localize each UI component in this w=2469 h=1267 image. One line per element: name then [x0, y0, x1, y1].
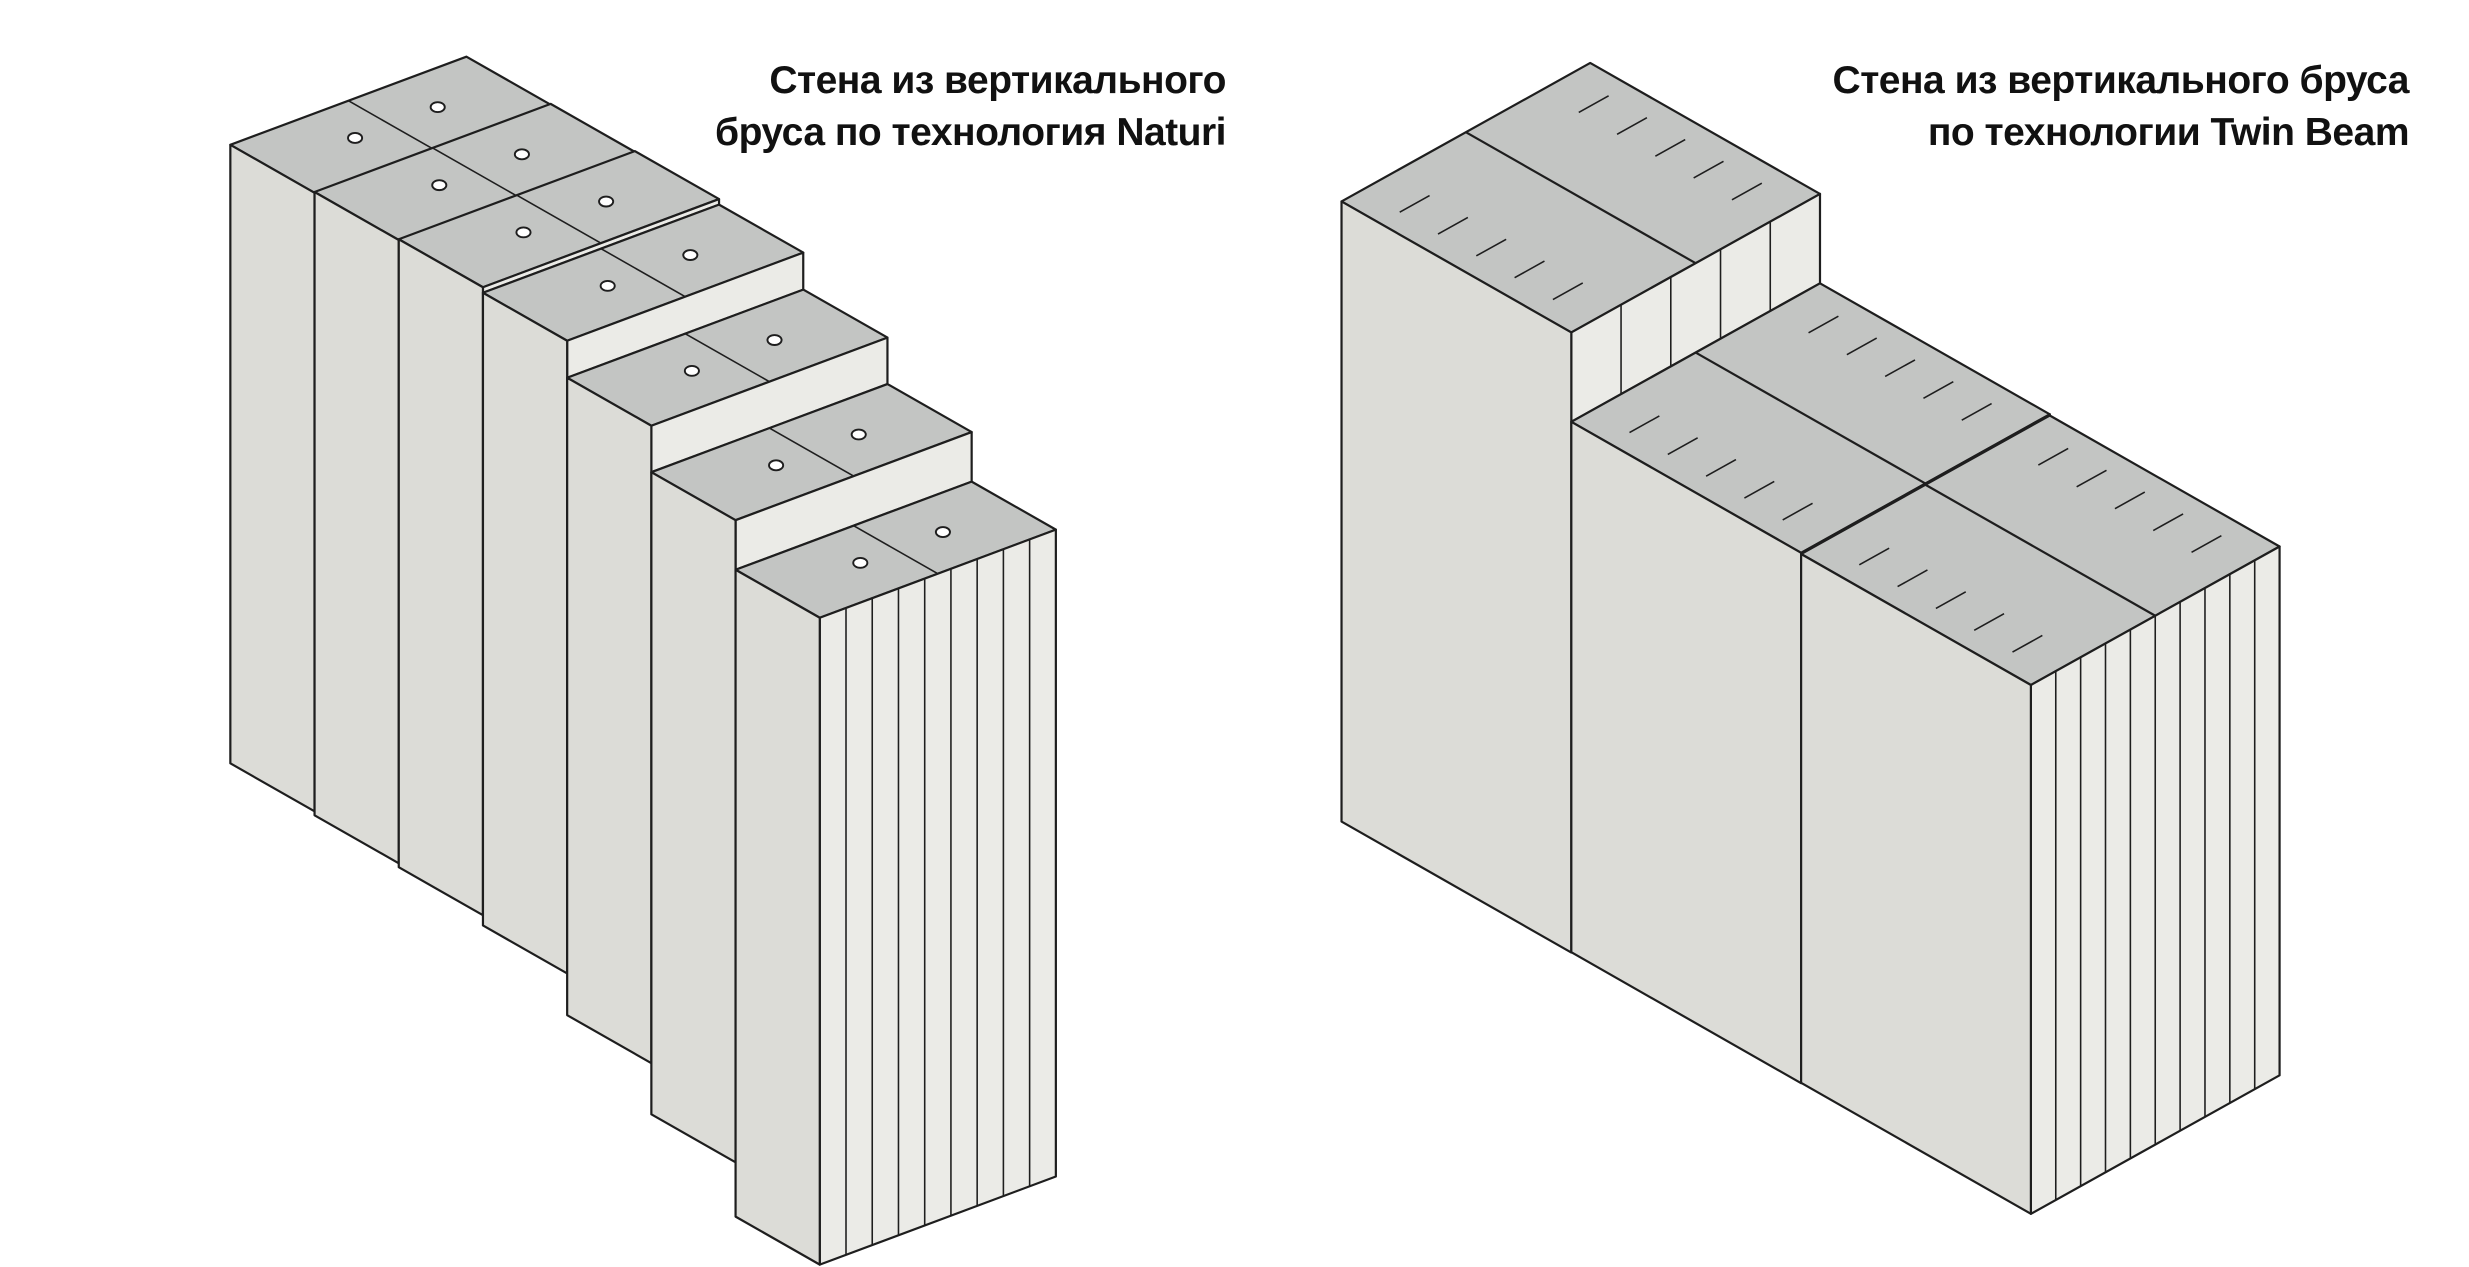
- twin-beam-wall-drawing: [1340, 61, 2281, 1215]
- dovetail-tooth: [1399, 194, 1430, 213]
- dovetail-tooth: [1923, 381, 1954, 400]
- dovetail-tooth: [1858, 547, 1890, 566]
- beam-joint-line: [516, 194, 602, 244]
- beam-hole: [683, 364, 700, 377]
- dovetail-tooth: [1590, 393, 1622, 412]
- beam-joint-line: [853, 525, 939, 575]
- twin-beam-caption-line-2: по технологии Twin Beam: [1927, 111, 2410, 154]
- dovetail-tooth: [2012, 634, 2043, 653]
- panel-front-face: [1800, 552, 2033, 1215]
- beam-front-face: [313, 190, 400, 865]
- dovetail-tooth: [1578, 95, 1609, 114]
- twin-beam-gap-line: [1465, 131, 1697, 265]
- beam-hole: [599, 279, 616, 292]
- dovetail-tooth: [2037, 447, 2069, 466]
- dovetail-tooth: [1361, 173, 1392, 192]
- beam-front-face: [229, 143, 316, 813]
- dovetail-tooth: [2076, 469, 2107, 488]
- dovetail-tooth: [1820, 525, 1852, 544]
- dovetail-tooth: [1961, 402, 1992, 421]
- panel-front-face: [1340, 200, 1573, 954]
- beam-hole: [768, 459, 785, 472]
- beam-hole: [347, 132, 364, 144]
- beam-front-face: [397, 238, 485, 917]
- twin-beam-gap-line: [1924, 483, 2156, 617]
- dovetail-tooth: [1667, 437, 1699, 456]
- beam-side-face: [818, 528, 1057, 1266]
- naturi-caption-line-1: Стена из вертикального: [769, 59, 1226, 102]
- dovetail-tooth: [1769, 293, 1801, 312]
- naturi-caption-line-2: бруса по технология Naturi: [715, 111, 1226, 154]
- beam-hole: [431, 179, 448, 192]
- dovetail-tooth: [1693, 160, 1724, 179]
- beam-joint-line: [432, 147, 518, 197]
- beam-joint-line: [684, 332, 770, 383]
- beam-hole: [934, 526, 951, 538]
- dovetail-tooth: [1616, 117, 1648, 136]
- dovetail-tooth: [1705, 458, 1737, 477]
- beam-joint-line: [347, 100, 433, 150]
- beam-hole: [852, 557, 869, 569]
- beam-hole: [513, 148, 530, 161]
- dovetail-tooth: [1540, 73, 1571, 92]
- dovetail-tooth: [1552, 282, 1584, 301]
- dovetail-tooth: [1514, 260, 1545, 279]
- dovetail-tooth: [2191, 535, 2222, 554]
- dovetail-tooth: [2114, 491, 2146, 510]
- beam-front-face: [481, 291, 569, 975]
- dovetail-tooth: [1744, 480, 1775, 499]
- beam-hole: [515, 226, 532, 239]
- twin-beam-caption: Стена из вертикального бруса по технолог…: [1832, 55, 2410, 159]
- beam-hole: [850, 428, 867, 441]
- beam-front-face: [734, 568, 821, 1266]
- dovetail-tooth: [1437, 216, 1469, 235]
- beam-hole: [429, 101, 446, 114]
- beam-hole: [682, 249, 699, 261]
- dovetail-tooth: [1973, 612, 2005, 631]
- dovetail-tooth: [1731, 182, 1763, 201]
- dovetail-tooth: [1629, 415, 1660, 434]
- naturi-wall-drawing: [229, 55, 1057, 1266]
- dovetail-tooth: [1884, 359, 1916, 378]
- beam-hole: [766, 334, 783, 346]
- dovetail-tooth: [1475, 238, 1507, 257]
- naturi-caption: Стена из вертикального бруса по технолог…: [715, 55, 1226, 159]
- beam-front-face: [566, 376, 653, 1065]
- dovetail-tooth: [1782, 502, 1813, 521]
- dovetail-tooth: [1897, 569, 1928, 588]
- dovetail-tooth: [1654, 138, 1686, 157]
- dovetail-tooth: [1846, 337, 1878, 356]
- dovetail-tooth: [1808, 315, 1839, 334]
- dovetail-tooth: [2152, 513, 2184, 532]
- beam-front-face: [650, 471, 737, 1164]
- twin-beam-gap-line: [1695, 351, 1926, 485]
- beam-joint-line: [600, 247, 686, 298]
- dovetail-tooth: [1999, 425, 2031, 444]
- dovetail-tooth: [1935, 591, 1967, 610]
- beam-joint-line: [769, 427, 855, 477]
- twin-beam-caption-line-1: Стена из вертикального бруса: [1832, 59, 2410, 102]
- beam-hole: [598, 195, 615, 208]
